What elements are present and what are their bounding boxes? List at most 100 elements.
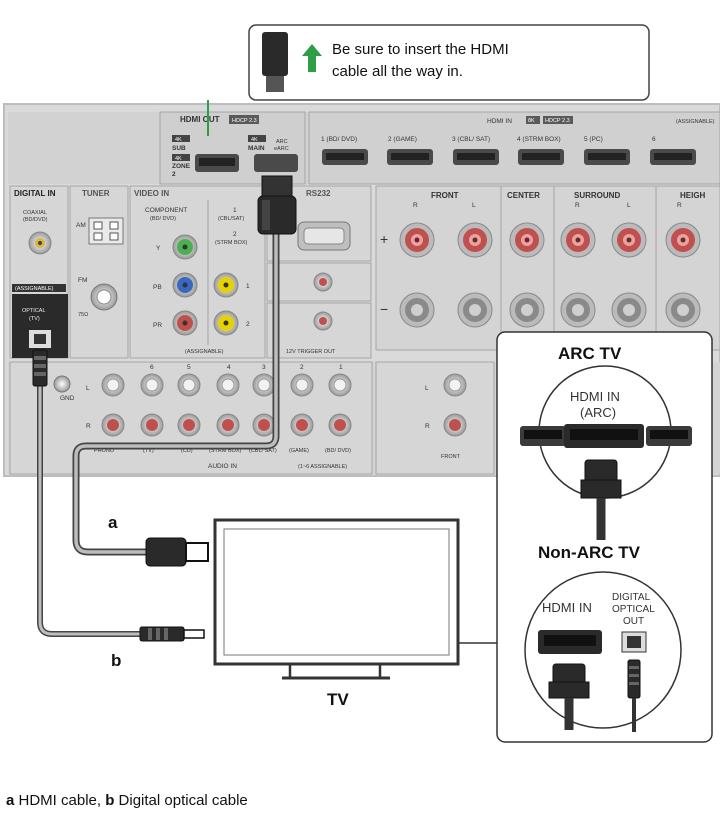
pre-out-section: L R FRONT [375, 361, 495, 475]
video1-num: 1 [233, 207, 237, 214]
audio-label-6: (TV) [143, 448, 154, 454]
audio-num-5: 5 [187, 364, 191, 371]
audio-jack-red [101, 413, 352, 437]
sub-label: SUB [172, 145, 186, 152]
hdmi-in-2-label: 2 (GAME) [388, 136, 417, 143]
rs232-label: RS232 [306, 189, 331, 198]
coaxial-sub-label: (BD/DVD) [23, 217, 48, 223]
audio-num-2: 2 [300, 364, 304, 371]
hdmi-in-assignable: (ASSIGNABLE) [676, 119, 715, 125]
center-label: CENTER [507, 191, 540, 200]
fm-ohm-label: 75Ω [78, 312, 88, 318]
phono-label: PHONO [94, 448, 115, 454]
speaker-section: + − FRONT R L CENTER SURROUND R L HEIGH … [375, 185, 720, 351]
video-jack1-num: 1 [246, 283, 250, 290]
tv: TV [213, 518, 460, 709]
front-l: L [472, 202, 476, 209]
arc-port-sub-label: (ARC) [580, 405, 616, 420]
figure-caption: a HDMI cable, b Digital optical cable [6, 792, 248, 809]
audio-label-1: (BD/ DVD) [325, 448, 351, 454]
surround-r: R [575, 202, 580, 209]
speaker-minus: − [380, 301, 388, 317]
pre-l-label: L [425, 385, 429, 392]
audio-assignable-label: (1~6 ASSIGNABLE) [298, 464, 347, 470]
speaker-terminal-red [399, 222, 701, 258]
cable-b-label: b [111, 651, 121, 670]
video-in-label: VIDEO IN [134, 189, 169, 198]
hdmi-in-badge-8k: 8K [528, 118, 535, 124]
cable-a-label: a [108, 513, 118, 532]
caption-a-text: HDMI cable, [14, 792, 106, 809]
video-assignable: (ASSIGNABLE) [185, 349, 224, 355]
video-in-section: VIDEO IN COMPONENT (BD/ DVD) Y PB PR 1 (… [129, 185, 266, 359]
audio-num-4: 4 [227, 364, 231, 371]
optical-label: OPTICAL [22, 308, 46, 314]
height-r: R [677, 202, 682, 209]
hdmi-note-callout: Be sure to insert the HDMI cable all the… [207, 24, 650, 136]
front-label: FRONT [431, 191, 459, 200]
digital-in-label: DIGITAL IN [14, 189, 56, 198]
optical-out-label-3: OUT [623, 616, 644, 627]
video-jack2-num: 2 [246, 321, 250, 328]
hdmi-in-1-label: 1 (BD/ DVD) [321, 136, 357, 143]
hdmi-main-port [254, 154, 298, 172]
video2-sub-label: (STRM BOX) [215, 240, 248, 246]
hdmi-out-section: HDMI OUT HDCP 2.3 4K SUB 4K ZONE 2 4K MA… [159, 111, 306, 185]
speaker-plus: + [380, 231, 388, 247]
tuner-section: TUNER AM FM 75Ω [69, 185, 129, 359]
note-line-2: cable all the way in. [332, 63, 463, 80]
audio-num-6: 6 [150, 364, 154, 371]
comp-y-label: Y [156, 245, 161, 252]
main-4k-badge: 4K [251, 137, 258, 143]
audio-jack-white [101, 373, 352, 397]
fm-label: FM [78, 277, 87, 284]
arc-tv-title: ARC TV [558, 344, 622, 363]
arc-port-label: HDMI IN [570, 389, 620, 404]
caption-a-letter: a [6, 792, 15, 809]
pre-front-label: FRONT [441, 454, 461, 460]
tuner-label: TUNER [82, 189, 110, 198]
zone-number: 2 [172, 171, 176, 178]
audio-r-label: R [86, 423, 91, 430]
height-label: HEIGH [680, 191, 706, 200]
comp-pb-label: PB [153, 284, 162, 291]
hdmi-in-6-label: 6 [652, 136, 656, 143]
audio-label-5: (CD) [181, 448, 193, 454]
am-label: AM [76, 222, 86, 229]
audio-label-3: (CBL/ SAT) [249, 448, 277, 454]
earc-label: eARC [274, 146, 289, 152]
up-arrow-icon [302, 44, 322, 72]
hdmi-cable-a [72, 175, 297, 567]
hdmi-in-5-label: 5 (PC) [584, 136, 603, 143]
audio-l-label: L [86, 385, 90, 392]
tv-label: TV [327, 690, 349, 709]
hdmi-in-4-label: 4 (STRM BOX) [517, 136, 561, 143]
hdmi-in-3-label: 3 (CBL/ SAT) [452, 136, 490, 143]
coaxial-label: COAXIAL [23, 210, 47, 216]
pre-r-label: R [425, 423, 430, 430]
hdmi-in-badge-hdcp: HDCP 2.3 [545, 118, 570, 124]
hdmi-out-label: HDMI OUT [180, 115, 220, 124]
hdmi-in-label: HDMI IN [487, 118, 512, 125]
audio-num-3: 3 [262, 364, 266, 371]
non-arc-port-label: HDMI IN [542, 600, 592, 615]
zone-label: ZONE [172, 163, 191, 170]
optical-sub-label: (TV) [29, 316, 40, 322]
speaker-terminal-black [399, 292, 701, 328]
component-label: COMPONENT [145, 207, 187, 214]
component-sub-label: (BD/ DVD) [150, 216, 176, 222]
audio-label-4: (STRM BOX) [209, 448, 242, 454]
rs232-section: RS232 12V TRIGGER OUT [266, 185, 387, 359]
caption-b-text: Digital optical cable [114, 792, 248, 809]
hdmi-plug-icon [262, 32, 288, 76]
optical-out-label-2: OPTICAL [612, 604, 655, 615]
audio-in-section: GND L R 6 5 4 3 2 1 PHONO (TV) ( [9, 361, 373, 475]
trigger-label: 12V TRIGGER OUT [286, 349, 336, 355]
optical-cable-b [32, 349, 205, 642]
audio-label-2: (GAME) [289, 448, 309, 454]
surround-label: SURROUND [574, 191, 620, 200]
arc-label: ARC [276, 139, 288, 145]
digital-in-section: DIGITAL IN COAXIAL (BD/DVD) (ASSIGNABLE)… [9, 185, 69, 359]
hdcp-out-badge: HDCP 2.3 [232, 118, 257, 124]
video2-num: 2 [233, 231, 237, 238]
